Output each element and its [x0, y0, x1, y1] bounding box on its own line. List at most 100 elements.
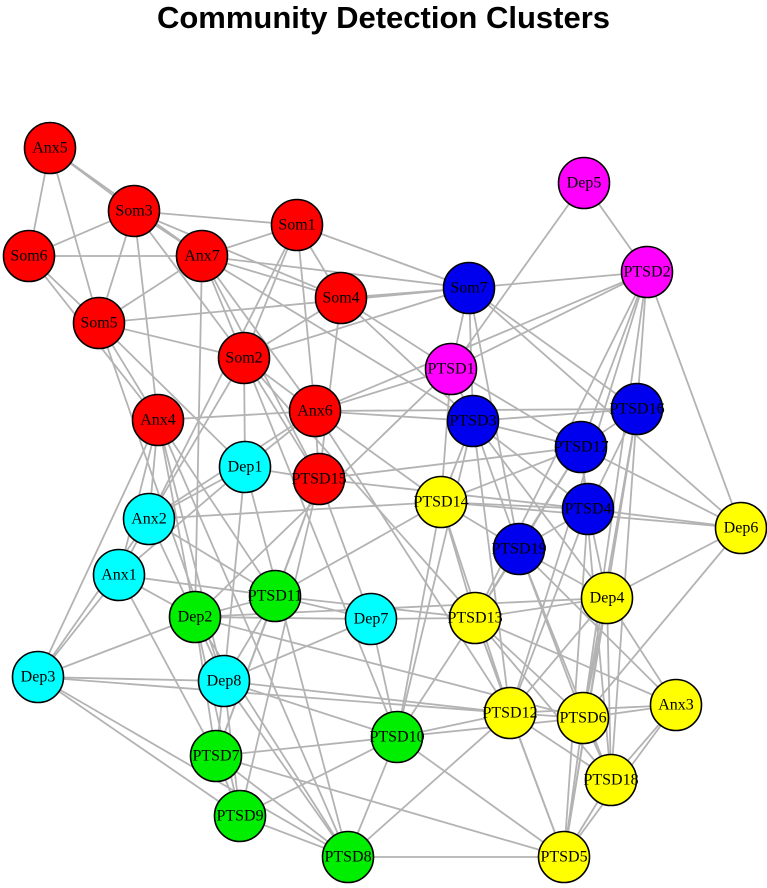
node-label-Anx1: Anx1	[101, 567, 137, 584]
edge-PTSD13-PTSD18	[474, 617, 612, 781]
node-label-Dep3: Dep3	[21, 669, 56, 686]
node-circle-PTSD16	[610, 382, 664, 436]
node-label-PTSD6: PTSD6	[559, 710, 606, 727]
node-PTSD9: PTSD9	[213, 789, 267, 843]
edge-Som5-Som7	[98, 287, 470, 324]
node-circle-PTSD6	[556, 691, 610, 745]
node-label-Som5: Som5	[80, 315, 117, 332]
node-Anx4: Anx4	[131, 393, 185, 447]
node-Som7: Som7	[442, 261, 496, 315]
node-PTSD19: PTSD19	[491, 522, 547, 576]
node-label-Som2: Som2	[225, 350, 262, 367]
node-circle-Dep2	[168, 590, 222, 644]
node-label-Som6: Som6	[10, 248, 47, 265]
edge-PTSD19-PTSD18	[518, 548, 612, 781]
edge-Anx7-PTSD3	[201, 255, 474, 422]
node-label-PTSD5: PTSD5	[540, 849, 587, 866]
node-Dep6: Dep6	[714, 501, 767, 555]
node-label-Dep1: Dep1	[228, 459, 263, 476]
node-label-Anx7: Anx7	[184, 248, 220, 265]
node-circle-Dep4	[580, 571, 634, 625]
node-circle-Som3	[107, 184, 161, 238]
node-circle-Anx4	[131, 393, 185, 447]
node-PTSD15: PTSD15	[291, 452, 347, 506]
node-circle-PTSD13	[448, 591, 502, 645]
node-label-Dep6: Dep6	[724, 520, 759, 537]
edge-PTSD2-PTSD6	[582, 271, 648, 719]
node-Som5: Som5	[72, 296, 126, 350]
edge-PTSD7-PTSD5	[215, 755, 565, 858]
node-Anx6: Anx6	[288, 384, 342, 438]
node-PTSD17: PTSD17	[553, 420, 609, 474]
node-label-PTSD15: PTSD15	[291, 471, 346, 488]
node-circle-Dep5	[557, 156, 611, 210]
node-label-PTSD11: PTSD11	[248, 588, 303, 605]
node-PTSD18: PTSD18	[583, 753, 639, 807]
node-Dep8: Dep8	[197, 654, 251, 708]
node-Anx7: Anx7	[175, 229, 229, 283]
node-label-PTSD18: PTSD18	[583, 772, 638, 789]
edge-Anx5-Som5	[49, 147, 100, 324]
node-label-Dep7: Dep7	[354, 611, 389, 628]
node-circle-PTSD8	[321, 830, 375, 884]
edge-PTSD15-PTSD17	[318, 446, 582, 480]
edge-PTSD2-PTSD1	[450, 271, 648, 370]
edge-Anx7-Som7	[201, 255, 470, 289]
node-Som6: Som6	[2, 229, 56, 283]
node-circle-Dep7	[344, 592, 398, 646]
node-label-Som3: Som3	[115, 203, 152, 220]
edge-PTSD10-PTSD5	[396, 736, 565, 858]
edge-Som3-Som1	[133, 210, 298, 226]
node-Dep2: Dep2	[168, 590, 222, 644]
node-PTSD1: PTSD1	[424, 342, 478, 396]
node-Som4: Som4	[314, 271, 368, 325]
node-label-PTSD17: PTSD17	[553, 439, 608, 456]
node-circle-PTSD1	[424, 342, 478, 396]
edge-PTSD11-PTSD14	[274, 501, 442, 597]
node-circle-Anx7	[175, 229, 229, 283]
edge-PTSD3-PTSD12	[472, 420, 511, 714]
edge-Dep1-Dep8	[223, 466, 246, 682]
edge-Som2-Anx2	[148, 357, 245, 520]
node-circle-PTSD18	[584, 753, 638, 807]
node-PTSD16: PTSD16	[609, 382, 665, 436]
node-circle-Som4	[314, 271, 368, 325]
node-Som1: Som1	[270, 198, 324, 252]
node-Dep5: Dep5	[557, 156, 611, 210]
node-PTSD3: PTSD3	[446, 394, 500, 448]
node-PTSD8: PTSD8	[321, 830, 375, 884]
edge-PTSD8-PTSD12	[347, 712, 511, 858]
edge-Dep7-Dep8	[223, 618, 372, 682]
node-circle-Anx6	[288, 384, 342, 438]
edge-Dep5-PTSD1	[450, 182, 585, 370]
edge-Dep3-PTSD12	[37, 676, 511, 714]
edge-PTSD13-Anx3	[474, 617, 677, 706]
node-circle-PTSD17	[554, 420, 608, 474]
node-label-Anx3: Anx3	[658, 697, 694, 714]
edge-PTSD2-Dep6	[646, 271, 742, 529]
edge-Som3-Som4	[133, 210, 342, 299]
node-circle-PTSD15	[292, 452, 346, 506]
node-PTSD10: PTSD10	[369, 710, 425, 764]
node-label-Dep2: Dep2	[178, 609, 213, 626]
node-label-PTSD4: PTSD4	[564, 501, 611, 518]
node-PTSD12: PTSD12	[482, 686, 538, 740]
edge-PTSD2-PTSD17	[580, 271, 648, 448]
edge-PTSD7-PTSD8	[215, 755, 349, 858]
edge-Dep1-PTSD8	[244, 466, 349, 858]
node-label-Anx5: Anx5	[32, 140, 68, 157]
node-label-PTSD14: PTSD14	[413, 494, 468, 511]
node-Som2: Som2	[217, 331, 271, 385]
edge-Som7-Som2	[243, 287, 470, 359]
node-circle-PTSD10	[370, 710, 424, 764]
node-label-PTSD8: PTSD8	[324, 849, 371, 866]
edge-Anx4-PTSD11	[157, 419, 276, 597]
node-PTSD4: PTSD4	[561, 482, 615, 536]
edge-Som3-Anx4	[133, 210, 159, 421]
node-Dep4: Dep4	[580, 571, 634, 625]
edge-PTSD2-Som7	[468, 271, 648, 289]
edge-Som2-PTSD10	[243, 357, 398, 738]
node-circle-Anx5	[23, 121, 77, 175]
node-circle-Som1	[270, 198, 324, 252]
